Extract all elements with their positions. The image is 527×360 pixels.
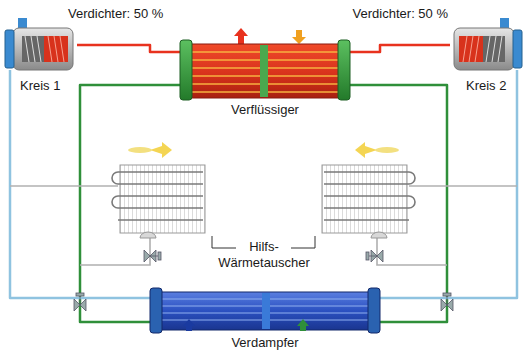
compressor-node: Verdichter: 50 %Kreis 1 bbox=[5, 25, 77, 70]
aux-heat-exchanger bbox=[112, 142, 205, 238]
component-name: Verdichter: 50 % bbox=[68, 6, 163, 22]
component-name: Verdampfer bbox=[231, 335, 298, 351]
component-name: Verdichter: 50 % bbox=[353, 6, 448, 22]
evaporator-symbol bbox=[150, 288, 380, 333]
refrigerant-pipe bbox=[77, 45, 180, 52]
condenser-symbol bbox=[180, 28, 350, 100]
refrigerant-pipe bbox=[350, 45, 450, 52]
compressor-node: Verdichter: 50 %Kreis 2 bbox=[450, 25, 522, 70]
component-label: Hilfs- Wärmetauscher bbox=[214, 239, 314, 271]
circuit-label: Kreis 1 bbox=[20, 78, 60, 94]
evaporator-node: Verdampfer bbox=[150, 288, 380, 333]
compressor-symbol bbox=[454, 18, 522, 70]
aux-heat-exchanger bbox=[322, 142, 415, 238]
circuit-label: Kreis 2 bbox=[466, 78, 506, 94]
condenser-node: Verflüssiger bbox=[180, 40, 350, 100]
compressor-symbol bbox=[5, 18, 73, 70]
component-name: Verflüssiger bbox=[231, 102, 299, 118]
